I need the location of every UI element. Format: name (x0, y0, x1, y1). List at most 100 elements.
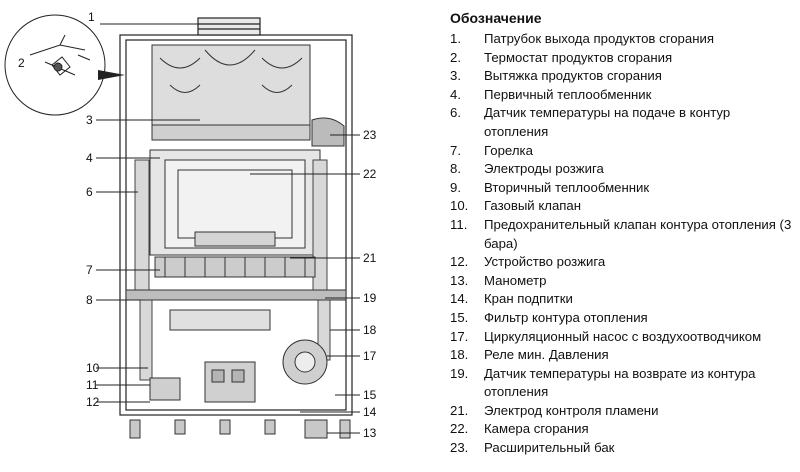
label-4: 4 (86, 151, 93, 165)
legend-item: 13. Манометр (450, 272, 795, 291)
legend-item-number: 6. (450, 105, 461, 121)
left-labels: 1 2 3 4 6 7 8 10 11 12 (18, 10, 100, 409)
bottom-connections (129, 419, 351, 439)
legend-item: 6. Датчик температуры на подаче в контур … (450, 104, 795, 141)
legend-item: 12. Устройство розжига (450, 253, 795, 272)
label-12: 12 (86, 395, 100, 409)
label-21: 21 (363, 251, 377, 265)
label-1: 1 (88, 10, 95, 24)
legend-item-number: 1. (450, 31, 461, 46)
expansion-tank (311, 117, 345, 147)
flue-hood (151, 44, 311, 141)
legend-item-number: 2. (450, 49, 461, 65)
gas-valve (204, 361, 256, 403)
legend-item: 18. Реле мин. Давления (450, 346, 795, 365)
legend-item-text: Электрод контроля пламени (484, 402, 659, 418)
label-6: 6 (86, 185, 93, 199)
legend-item-number: 14. (450, 291, 469, 307)
callout-pointer (98, 70, 125, 80)
right-labels: 23 22 21 19 18 17 15 14 13 (363, 128, 377, 440)
legend-item-number: 15. (450, 309, 469, 325)
label-14: 14 (363, 405, 377, 419)
legend-item-number: 4. (450, 86, 461, 102)
legend-item-number: 13. (450, 272, 469, 288)
heating-pipes (134, 159, 331, 381)
legend-item: 10. Газовый клапан (450, 197, 795, 216)
hydraulic-rail (125, 289, 347, 301)
legend-item-text: Предохранительный клапан контура отоплен… (484, 216, 792, 251)
legend-item: 19. Датчик температуры на возврате из кон… (450, 365, 795, 402)
legend-item: 3. Вытяжка продуктов сгорания (450, 67, 795, 86)
legend-item-number: 21. (450, 402, 469, 418)
legend-item-text: Расширительный бак (484, 440, 615, 456)
label-17: 17 (363, 349, 377, 363)
legend-item-text: Реле мин. Давления (484, 347, 609, 363)
label-8: 8 (86, 293, 93, 307)
legend-item: 1. Патрубок выхода продуктов сгорания (450, 30, 795, 49)
legend-item-text: Циркуляционный насос с воздухоотводчиком (484, 328, 762, 344)
legend-item-number: 18. (450, 347, 469, 363)
legend-item-number: 22. (450, 421, 469, 437)
legend-item-text: Фильтр контура отопления (484, 309, 648, 325)
label-19: 19 (363, 291, 377, 305)
legend-item-text: Газовый клапан (484, 198, 582, 214)
secondary-heat-exchanger (169, 309, 271, 331)
combustion-chamber (149, 149, 321, 256)
leader-lines-left (96, 23, 200, 403)
legend-item: 4. Первичный теплообменник (450, 86, 795, 105)
legend-item-number: 9. (450, 179, 461, 195)
circulation-pump (282, 339, 328, 385)
legend-item-number: 3. (450, 68, 461, 84)
legend-item-text: Электроды розжига (484, 161, 604, 177)
legend-item: 7. Горелка (450, 142, 795, 161)
label-22: 22 (363, 167, 377, 181)
label-23: 23 (363, 128, 377, 142)
legend-item-number: 11. (450, 216, 468, 232)
detail-callout (4, 14, 106, 116)
legend-item: 22. Камера сгорания (450, 420, 795, 439)
legend-item-number: 10. (450, 198, 469, 214)
legend-item-text: Вытяжка продуктов сгорания (484, 68, 662, 84)
label-7: 7 (86, 263, 93, 277)
legend-item-text: Манометр (484, 272, 547, 288)
legend-item: 23. Расширительный бак (450, 439, 795, 458)
boiler-casing (119, 17, 353, 416)
legend-item-text: Горелка (484, 142, 533, 158)
legend-item-number: 17. (450, 328, 469, 344)
legend-list: 1. Патрубок выхода продуктов сгорания 2. Те… (450, 30, 795, 458)
legend-item-number: 23. (450, 440, 469, 456)
legend-item-number: 12. (450, 254, 469, 270)
label-10: 10 (86, 361, 100, 375)
legend-item: 21. Электрод контроля пламени (450, 402, 795, 421)
legend: Обозначение 1. Патрубок выхода продуктов … (450, 10, 795, 458)
legend-item-text: Кран подпитки (484, 291, 573, 307)
legend-item-text: Вторичный теплообменник (484, 179, 650, 195)
legend-item-text: Термостат продуктов сгорания (484, 49, 673, 65)
legend-item-number: 8. (450, 161, 461, 177)
legend-item: 9. Вторичный теплообменник (450, 179, 795, 198)
burner (154, 256, 316, 278)
legend-item: 11. Предохранительный клапан контура отоп… (450, 216, 795, 253)
boiler-diagram: 1 2 3 4 6 7 8 10 11 12 23 22 21 19 18 17… (4, 10, 377, 440)
leader-lines-right (250, 134, 360, 434)
legend-title: Обозначение (450, 10, 542, 26)
legend-item-text: Камера сгорания (484, 421, 589, 437)
label-18: 18 (363, 323, 377, 337)
label-15: 15 (363, 388, 377, 402)
label-11: 11 (86, 378, 99, 392)
legend-item-number: 19. (450, 365, 469, 381)
label-13: 13 (363, 426, 377, 440)
legend-item: 17. Циркуляционный насос с воздухоотводчи… (450, 328, 795, 347)
legend-item: 15. Фильтр контура отопления (450, 309, 795, 328)
ignition-device (149, 377, 181, 401)
legend-item-text: Датчик температуры на возврате из контур… (484, 365, 756, 400)
legend-item: 8. Электроды розжига (450, 160, 795, 179)
legend-item-text: Датчик температуры на подаче в контур от… (484, 105, 731, 139)
legend-item-text: Патрубок выхода продуктов сгорания (484, 31, 715, 46)
legend-item-number: 7. (450, 142, 461, 158)
label-3: 3 (86, 113, 93, 127)
legend-item-text: Устройство розжига (484, 254, 606, 270)
label-2: 2 (18, 56, 25, 70)
legend-item: 14. Кран подпитки (450, 290, 795, 309)
legend-item-text: Первичный теплообменник (484, 86, 652, 102)
